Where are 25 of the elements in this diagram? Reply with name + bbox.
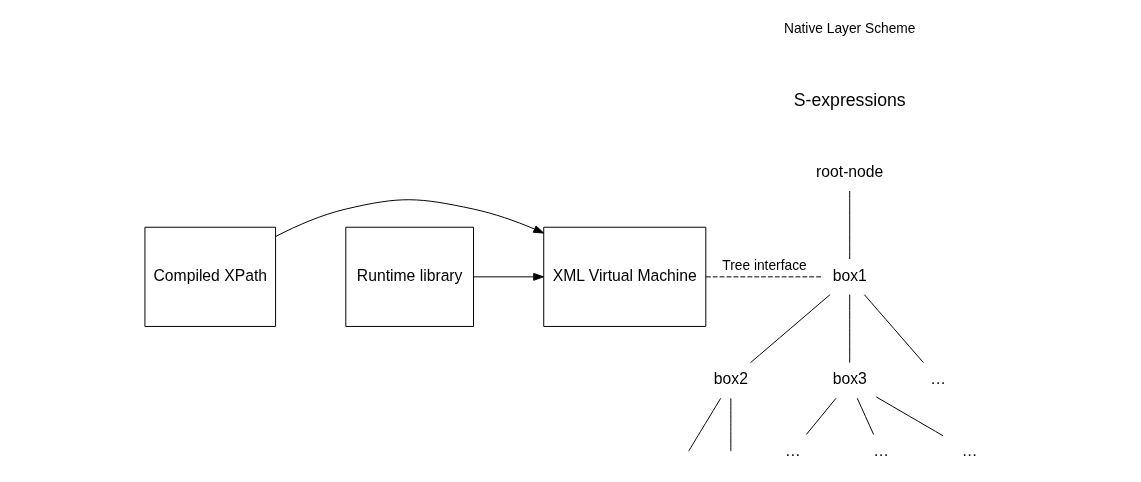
node-text: root-node [816, 162, 884, 180]
connector [688, 397, 722, 452]
node-text: … [961, 441, 978, 459]
connector [849, 190, 851, 260]
connector [750, 294, 831, 364]
connector [856, 397, 875, 435]
arrow [275, 199, 545, 237]
connector [705, 276, 824, 278]
node-text: … [930, 370, 946, 388]
label: Native Layer Scheme [783, 21, 916, 37]
node-text: box2 [713, 370, 748, 388]
node-box: Runtime library [345, 226, 474, 327]
connector [805, 397, 837, 435]
arrow [473, 272, 544, 281]
connector [863, 294, 924, 364]
node-text: … [873, 441, 889, 459]
edge-label: Tree interface [722, 258, 807, 274]
node-text: box3 [832, 370, 867, 388]
connector [849, 294, 851, 364]
label: S-expressions [793, 89, 906, 110]
connector [875, 396, 944, 437]
node-text: … [784, 441, 801, 459]
node-text: box1 [832, 266, 867, 284]
node-box: XML Virtual Machine [543, 226, 707, 327]
node-box: Compiled XPath [144, 226, 277, 327]
